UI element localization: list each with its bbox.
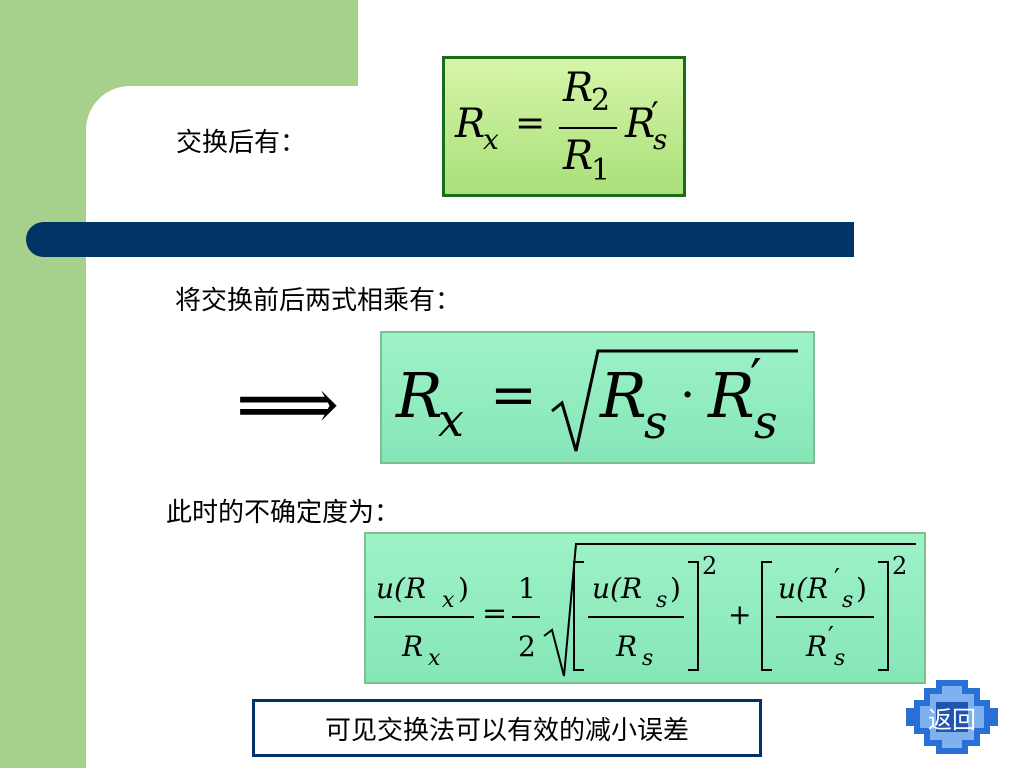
f3-exp1: 2	[702, 552, 718, 580]
f1-equals: =	[515, 103, 546, 144]
f3-t2-den-sub: s	[834, 646, 846, 671]
label-multiply: 将交换前后两式相乘有：	[175, 286, 462, 316]
f3-t1-num: u(R	[592, 572, 643, 605]
f3-t1-num-close: )	[670, 572, 681, 605]
f3-lhs-num-close: )	[458, 572, 469, 605]
f3-t2-den: R	[806, 630, 828, 663]
f1-rhs-R: R	[625, 101, 656, 147]
f3-lhs-num-sub: x	[442, 588, 455, 613]
formula-uncertainty: u(R x ) R x = 1 2 u(R s ) R s 2 +	[366, 534, 924, 682]
f2-r1-sub: s	[644, 395, 668, 449]
f2-equals: =	[490, 363, 537, 428]
bracket-term1	[573, 561, 699, 671]
f3-t2-num: u(R	[778, 572, 829, 605]
conclusion-box: 可见交换法可以有效的减小误差	[252, 699, 762, 757]
f3-t2-num-prime: ′	[834, 564, 840, 594]
f3-half-line	[512, 616, 540, 618]
f2-lhs-sub: x	[438, 393, 464, 447]
implies-arrow: ⟹	[236, 362, 340, 446]
label-uncertainty: 此时的不确定度为：	[166, 498, 401, 528]
back-button-label: 返回	[928, 705, 976, 734]
f1-lhs-R: R	[455, 101, 486, 147]
formula-product: R x = R s · R ′ s	[382, 333, 813, 462]
formula-box-swap: R x = R 2 R 1 R ′ s	[442, 56, 686, 197]
f1-den-sub: 1	[591, 153, 611, 188]
f3-t1-den-sub: s	[642, 646, 654, 671]
f3-plus: +	[728, 598, 752, 631]
rounded-corner	[86, 86, 146, 146]
formula-box-product: R x = R s · R ′ s	[380, 331, 815, 464]
formula-swap: R x = R 2 R 1 R ′ s	[445, 59, 683, 194]
formula-box-uncertainty: u(R x ) R x = 1 2 u(R s ) R s 2 +	[364, 532, 926, 684]
f1-rhs-sub: s	[653, 123, 668, 156]
f3-lhs-den: R	[402, 630, 424, 663]
f2-r2-sub: s	[754, 395, 778, 449]
conclusion-text: 可见交换法可以有效的减小误差	[324, 715, 689, 746]
f3-lhs-num: u(R	[376, 572, 427, 605]
f1-den-R: R	[563, 133, 594, 179]
bracket-term2	[761, 561, 889, 671]
f3-t2-num-close: )	[856, 572, 867, 605]
f3-equals: =	[482, 596, 508, 631]
f2-r2: R	[708, 359, 755, 432]
f2-dot: ·	[680, 367, 696, 423]
f3-t2-line	[776, 616, 874, 618]
green-left-band	[0, 0, 86, 768]
label-after-swap: 交换后有：	[176, 128, 307, 158]
back-button[interactable]: 返回	[906, 680, 998, 754]
f1-num-sub: 2	[591, 83, 611, 118]
sqrt-sign	[551, 349, 798, 452]
f3-lhs-line	[374, 616, 474, 618]
f3-t1-den: R	[616, 630, 638, 663]
f3-t2-num-sub: s	[842, 588, 854, 613]
f1-fraction-line	[559, 127, 617, 129]
f2-r2-prime: ′	[750, 349, 762, 409]
f1-rhs-prime: ′	[651, 95, 659, 135]
f1-lhs-sub: x	[483, 123, 499, 156]
f3-t1-num-sub: s	[656, 588, 668, 613]
f3-half-num: 1	[518, 572, 536, 605]
f3-half-den: 2	[518, 630, 536, 663]
f3-t2-den-prime: ′	[828, 622, 834, 652]
f2-lhs-R: R	[396, 359, 443, 432]
back-button-icon	[906, 680, 998, 754]
f2-r1: R	[600, 359, 647, 432]
f3-lhs-den-sub: x	[428, 646, 441, 671]
f1-num-R: R	[563, 65, 594, 111]
f3-exp2: 2	[892, 552, 908, 580]
divider-bar	[26, 222, 854, 257]
big-sqrt-sign	[543, 543, 916, 677]
f3-t1-line	[588, 616, 684, 618]
